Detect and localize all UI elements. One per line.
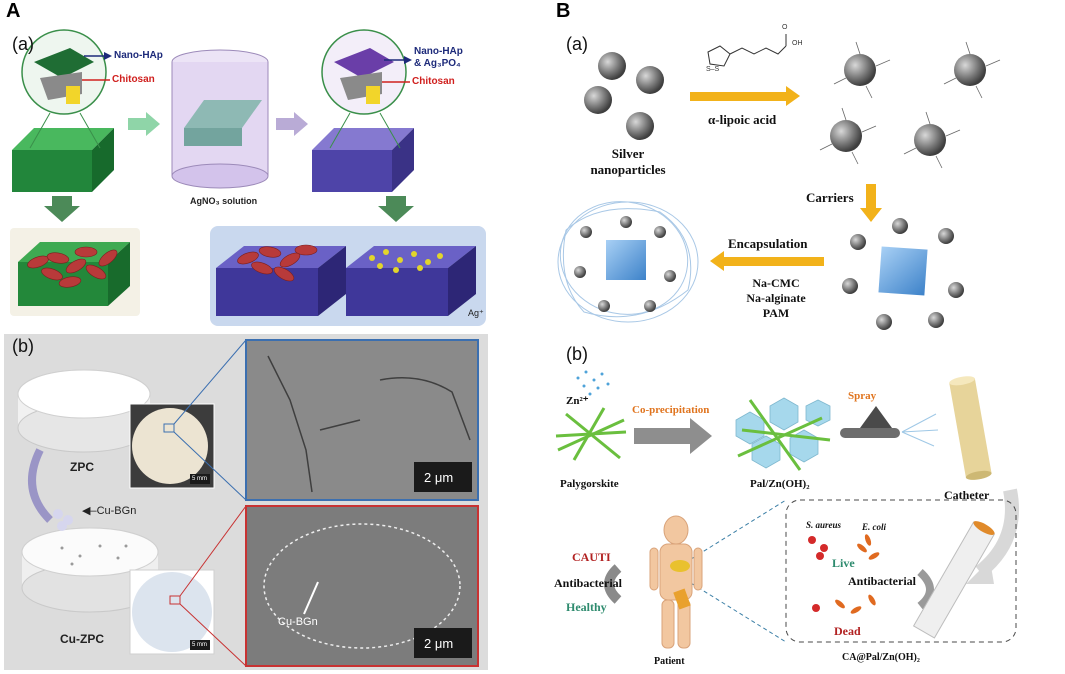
arrow-carriers [866,184,876,208]
photo-scale-bottom: 5 mm [192,642,207,648]
panel-b-a-label: (a) [566,34,588,54]
nano-hap-ag-label: Nano-HAp & Ag₃PO₄ [414,46,463,69]
purple-scaffold [312,128,414,192]
ag-ion-label: Ag⁺ [468,308,484,318]
antibacterial-left-label: Antibacterial [554,576,622,590]
dead-label: Dead [834,624,861,638]
zn-label: Zn²⁺ [566,395,589,407]
live-label: Live [832,556,855,570]
agno3-solution-label: AgNO₃ solution [190,196,258,206]
chitosan-right-label: Chitosan [412,76,455,87]
e-coli-label: E. coli [862,522,886,532]
arrow-right-1 [128,112,160,136]
panel-a-a-label: (a) [12,34,34,54]
lipoic-acid-label: α-lipoic acid [708,112,777,127]
catheter-label: Catheter [944,488,990,502]
polymer-list: Na-CMC Na-alginate PAM [746,276,806,320]
agno3-beaker [171,49,269,189]
ca-pal-label: CA@Pal/Zn(OH)₂ [842,652,920,663]
panel-a-b-label: (b) [12,336,34,356]
zpc-label: ZPC [70,460,94,474]
encapsulation-label: Encapsulation [728,236,808,251]
panel-a-label: A [6,0,21,22]
nano-hap-label: Nano-HAp [114,50,163,61]
patient-figure [649,515,703,649]
arrow-encapsulation [724,257,824,266]
patient-label: Patient [654,656,685,667]
cu-zpc-label: Cu-ZPC [60,632,104,646]
palygorskite-label: Palygorskite [560,478,619,490]
spray-nozzle [840,428,900,438]
cu-bgn-sem-label: Cu-BGn [278,616,318,628]
cu-bgn-label: ◀–Cu-BGn [82,505,137,517]
panel-b-label: B [556,0,571,22]
green-scaffold [12,128,114,192]
photo-scale-top: 5 mm [192,476,207,482]
o-label: O [782,24,788,31]
chitosan-left-label: Chitosan [112,74,155,85]
arrow-right-2 [276,112,308,136]
arrow-down-right [378,196,414,222]
spray-label: Spray [848,390,877,402]
silver-np-label: Silver nanoparticles [590,146,666,177]
healthy-label: Healthy [566,600,607,614]
carriers-label: Carriers [806,190,854,205]
antibacterial-right-label: Antibacterial [848,574,916,588]
sem-scale-bottom: 2 μm [424,636,454,651]
cauti-label: CAUTI [572,550,611,564]
arrow-coprecipitation [634,418,712,454]
panel-b-b-label: (b) [566,344,588,364]
sem-scale-top: 2 μm [424,470,454,485]
ss-label: S–S [706,66,720,73]
coprecipitation-label: Co-precipitation [632,404,710,416]
oh-label: OH [792,40,803,47]
catheter [949,376,992,480]
antibacterial-box [785,499,1017,643]
arrow-lipoic [690,92,786,101]
s-aureus-label: S. aureus [806,520,842,530]
arrow-down-left [44,196,80,222]
pal-zn-label: Pal/Zn(OH)₂ [750,478,810,490]
cu-bgn-arrow-icon: ◀– [82,505,97,517]
